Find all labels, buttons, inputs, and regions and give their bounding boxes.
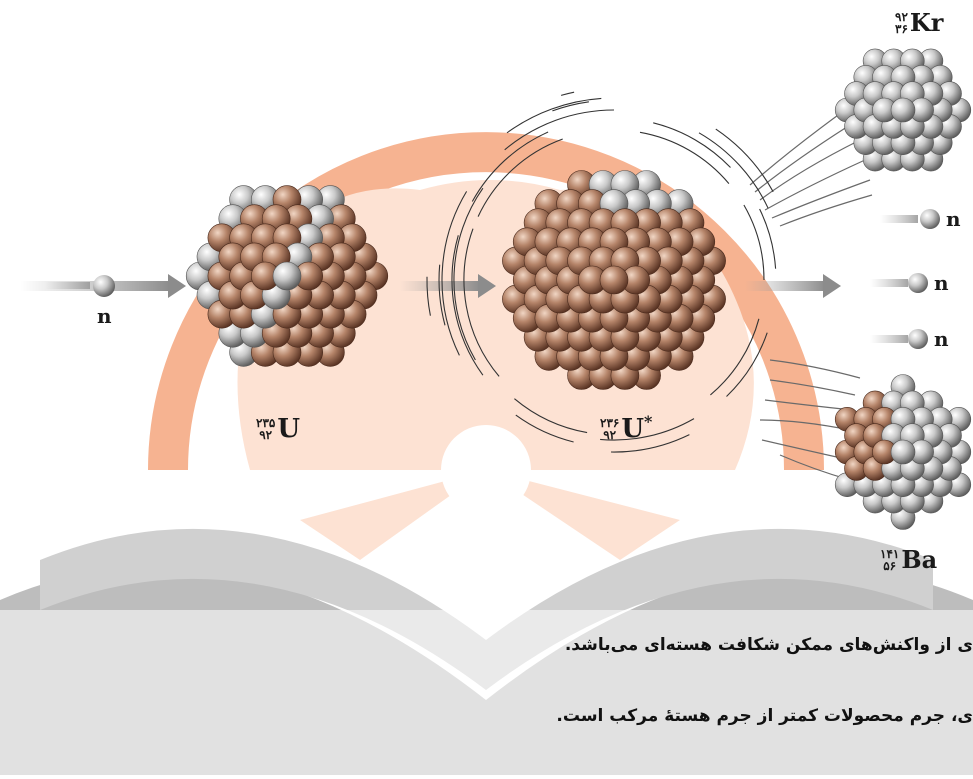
emitted-neutron-label-1: n (946, 207, 961, 231)
emitted-neutron-label-3: n (934, 327, 949, 351)
kr-nucleon (891, 98, 915, 122)
u235-atomic-number: ۹۲ (256, 429, 275, 441)
excitation-line (507, 98, 601, 132)
caption-line-2: ی، جرم محصولات کمتر از جرم هستهٔ مرکب اس… (556, 706, 973, 726)
emitted-neutron-2 (908, 273, 928, 293)
watermark-logo (0, 152, 973, 775)
excitation-line (653, 123, 730, 168)
kr-symbol: Kr (910, 8, 944, 37)
ba-atomic-number: ۵۶ (880, 560, 899, 572)
krypton-nucleus (835, 49, 971, 171)
excitation-line (561, 92, 574, 95)
watermark-sun-core (441, 425, 531, 515)
emitted-neutron-3 (908, 329, 928, 349)
u236-atomic-number: ۹۲ (600, 429, 619, 441)
emitted-neutron-1 (920, 209, 940, 229)
u236-nucleon (600, 266, 628, 294)
u235-symbol: U (277, 414, 300, 444)
excitation-line (716, 129, 773, 192)
excitation-line (699, 133, 768, 208)
ba-mass-number: ۱۴۱ (880, 548, 899, 560)
u236-excited-mark: * (644, 412, 652, 431)
ba-nucleon (891, 440, 915, 464)
caption-line-1: ی از واکنش‌های ممکن شکافت هسته‌ای می‌باش… (565, 635, 973, 655)
incoming-neutron-label: n (97, 304, 112, 328)
ba-symbol: Ba (901, 545, 937, 574)
u235-nucleon (273, 262, 301, 290)
u236-symbol: U (621, 414, 644, 444)
kr-atomic-number: ۳۶ (895, 23, 908, 35)
kr-mass-number: ۹۲ (895, 11, 908, 23)
uranium-236-compound-nucleus (502, 171, 725, 390)
emitted-neutron-label-2: n (934, 271, 949, 295)
barium-nucleus (835, 375, 971, 530)
incoming-neutron (93, 275, 115, 297)
